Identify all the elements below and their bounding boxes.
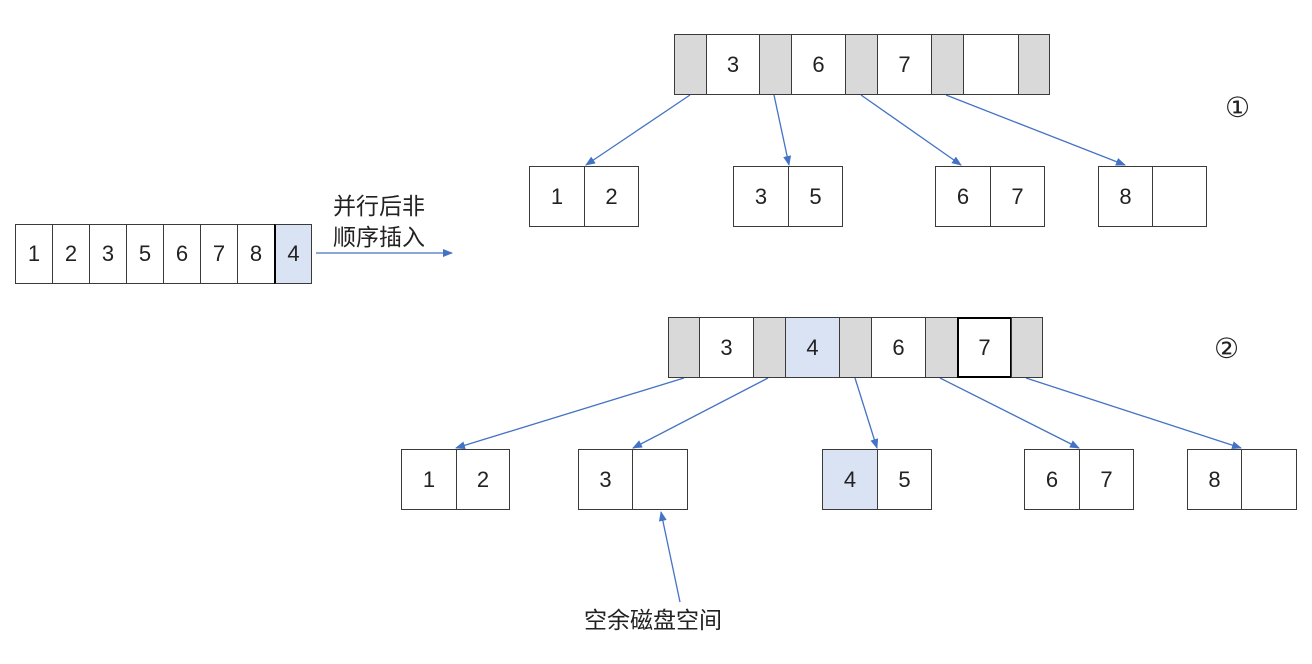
d1-root-pointer (1018, 34, 1050, 95)
d1-root-pointer (931, 34, 964, 95)
d1-root-pointer (845, 34, 878, 95)
d2-root-key: 7 (957, 317, 1012, 378)
seq-cell-inserted: 4 (274, 224, 312, 284)
d1-leaf-key: 7 (990, 166, 1045, 227)
d1-root-key: 3 (706, 34, 760, 95)
seq-cell: 3 (89, 224, 127, 284)
insert-label-line1: 并行后非 (333, 194, 425, 220)
d2-leaf-key: 6 (1024, 449, 1080, 510)
d2-leaf-key: 5 (877, 449, 932, 510)
d2-arrow-3 (854, 377, 879, 449)
d1-leaf-key (1152, 166, 1207, 227)
d1-leaf-key: 5 (788, 166, 843, 227)
d1-root-pointer (674, 34, 707, 95)
d2-arrow-5 (1025, 377, 1242, 450)
d1-root-key: 6 (791, 34, 846, 95)
d2-arrow-4 (939, 377, 1080, 449)
d2-arrow-1 (455, 377, 685, 450)
diagram1-marker: ① (1225, 91, 1251, 124)
d2-leaf-key: 3 (578, 449, 633, 510)
d1-leaf-key: 3 (733, 166, 789, 227)
insert-label-line2: 顺序插入 (333, 225, 425, 251)
d1-arrow-4 (945, 94, 1126, 166)
d2-leaf-key: 8 (1187, 449, 1242, 510)
d2-root-pointer (1011, 317, 1043, 378)
d2-leaf-key (1241, 449, 1297, 510)
diagram2-marker: ② (1214, 332, 1240, 365)
d1-root-key (963, 34, 1019, 95)
d1-root-key: 7 (877, 34, 932, 95)
d1-arrow-2 (773, 94, 792, 166)
d1-leaf-key: 8 (1098, 166, 1153, 227)
seq-cell: 5 (126, 224, 164, 284)
d2-root-pointer (839, 317, 872, 378)
d1-leaf-key: 2 (584, 166, 639, 227)
d1-arrow-1 (585, 94, 691, 166)
d1-leaf-key: 1 (529, 166, 585, 227)
seq-cell: 2 (52, 224, 90, 284)
free-space-label: 空余磁盘空间 (584, 608, 722, 634)
d2-leaf-free-slot (632, 449, 688, 510)
d2-root-pointer (668, 317, 700, 378)
d1-arrow-3 (860, 94, 962, 166)
d2-root-key: 3 (699, 317, 754, 378)
seq-cell: 6 (163, 224, 201, 284)
d2-leaf-key-inserted: 4 (822, 449, 878, 510)
free-space-arrow (658, 511, 681, 603)
d1-root-pointer (759, 34, 792, 95)
d2-leaf-key: 1 (401, 449, 457, 510)
seq-cell: 8 (237, 224, 275, 284)
d2-leaf-key: 7 (1079, 449, 1134, 510)
d1-leaf-key: 6 (935, 166, 991, 227)
d2-leaf-key: 2 (456, 449, 510, 510)
d2-root-key: 6 (871, 317, 926, 378)
d2-root-key-inserted: 4 (785, 317, 840, 378)
d2-arrow-2 (632, 377, 769, 449)
seq-cell: 1 (15, 224, 53, 284)
seq-cell: 7 (200, 224, 238, 284)
d2-root-pointer (753, 317, 786, 378)
d2-root-pointer (925, 317, 958, 378)
